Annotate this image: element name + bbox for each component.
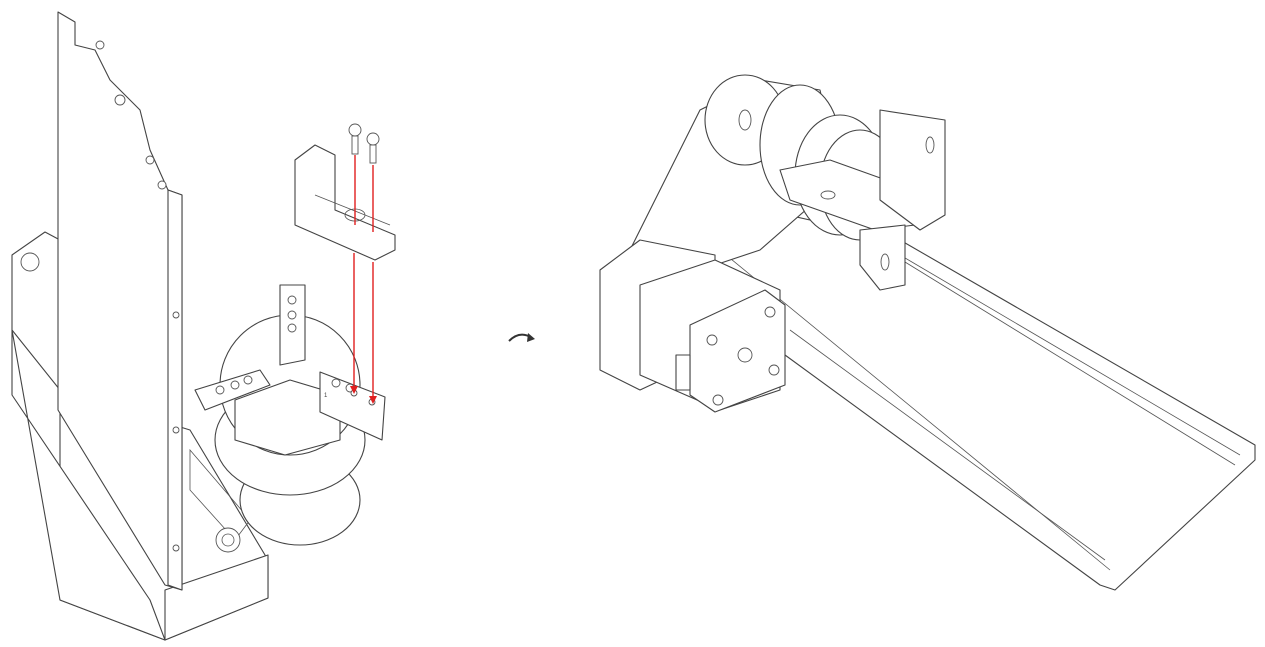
belt-housing	[629, 74, 841, 271]
stepper-motor	[599, 239, 786, 413]
jaw-bracket	[294, 144, 396, 261]
right-assembly-after	[599, 74, 1256, 591]
screw-icon	[366, 132, 380, 164]
jaw-number: 1	[324, 393, 328, 399]
rotary-chuck	[779, 109, 946, 291]
chuck: 1	[194, 284, 386, 546]
rail-frame	[639, 199, 1256, 591]
curved-arrow-icon	[508, 333, 535, 342]
screw-icon	[348, 123, 362, 155]
vertical-plate	[57, 11, 183, 591]
left-assembly-before: 1	[11, 11, 396, 641]
guide-arrows	[350, 155, 377, 404]
